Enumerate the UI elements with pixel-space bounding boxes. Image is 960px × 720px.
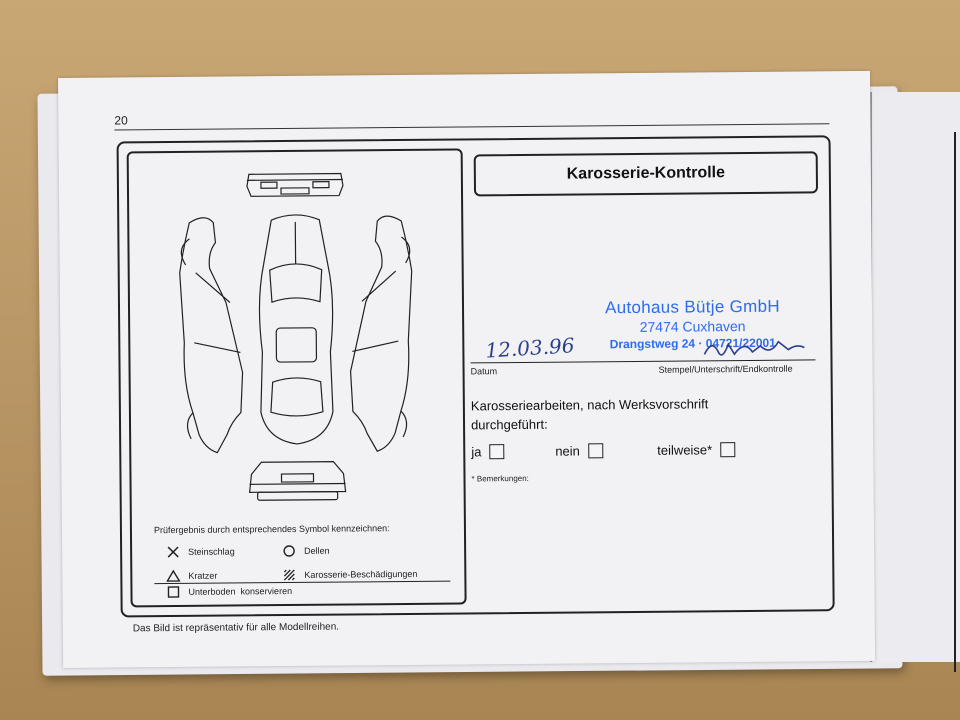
triangle-icon: [166, 569, 181, 582]
option-label: teilweise*: [657, 442, 713, 458]
hatched-square-icon: [283, 569, 295, 581]
legend-label: Karosserie-Beschädigungen: [304, 568, 418, 580]
option-nein[interactable]: nein: [555, 443, 603, 459]
page-title: Karosserie-Kontrolle: [566, 164, 726, 183]
legend-item-steinschlag: Steinschlag: [166, 544, 235, 559]
signature-scribble: [703, 340, 805, 356]
legend-item-kratzer: Kratzer: [166, 569, 217, 583]
stamp-city: 27474 Cuxhaven: [639, 318, 746, 335]
legend-label: Kratzer: [188, 570, 218, 581]
car-right-side-view: [349, 215, 413, 452]
next-page-frame: [954, 132, 960, 672]
car-left-side-view: [179, 217, 244, 454]
car-diagram: [179, 172, 413, 501]
option-teilweise[interactable]: teilweise*: [657, 442, 736, 458]
statement-text: Karosseriearbeiten, nach Werksvorschrift…: [471, 394, 801, 435]
page-number: 20: [114, 113, 128, 128]
car-rear-view: [246, 172, 344, 197]
legend-title: Prüfergebnis durch entsprechendes Symbol…: [153, 523, 390, 536]
remarks-label: * Bemerkungen:: [471, 473, 529, 484]
legend-label: Steinschlag: [188, 546, 235, 557]
stamp-name: Autohaus Bütje GmbH: [604, 296, 780, 318]
legend-item-dellen: Dellen: [282, 544, 330, 558]
option-ja[interactable]: ja: [471, 444, 505, 460]
title-box: Karosserie-Kontrolle: [473, 151, 819, 197]
legend-label: Unterboden konservieren: [188, 585, 293, 597]
statement-line-2: durchgeführt:: [470, 416, 548, 433]
next-page-edge: [870, 92, 960, 672]
checkbox-teilweise[interactable]: [720, 442, 736, 458]
checkbox-nein[interactable]: [587, 443, 603, 459]
header-rule: [114, 123, 830, 131]
car-diagram-panel: Prüfergebnis durch entsprechendes Symbol…: [126, 148, 467, 608]
booklet-page: 20: [58, 70, 876, 668]
option-label: nein: [555, 443, 580, 459]
car-front-view: [248, 461, 347, 501]
x-icon: [167, 546, 179, 558]
checkbox-ja[interactable]: [489, 444, 505, 460]
car-top-view: [258, 214, 334, 445]
signature-label: Stempel/Unterschrift/Endkontrolle: [658, 363, 793, 375]
date-label: Datum: [470, 366, 498, 377]
legend-label: Dellen: [304, 545, 330, 556]
square-icon: [167, 586, 180, 598]
circle-icon: [283, 545, 295, 557]
legend-item-karosserie-beschaedigungen: Karosserie-Beschädigungen: [282, 567, 417, 582]
footer-note: Das Bild ist repräsentativ für alle Mode…: [132, 621, 340, 635]
legend-item-unterboden: Unterboden konservieren: [166, 584, 292, 599]
option-label: ja: [471, 444, 482, 460]
